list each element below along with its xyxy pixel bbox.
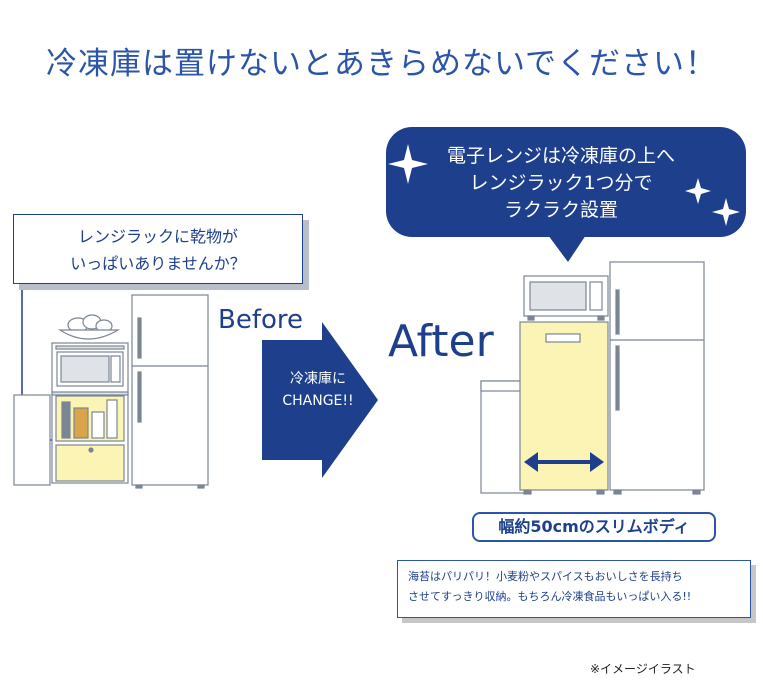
- change-arrow-line1: 冷凍庫に: [290, 371, 346, 387]
- change-arrow-label: 冷凍庫に CHANGE!!: [262, 368, 374, 412]
- storage-note-line1: 海苔はパリパリ！小麦粉やスパイスもおいしさを長持ち: [408, 570, 683, 583]
- after-bubble-line1: 電子レンジは冷凍庫の上へ: [446, 145, 675, 167]
- storage-note-line2: させてすっきり収納。もちろん冷凍食品もいっぱい入る!!: [408, 590, 692, 603]
- before-label: Before: [218, 305, 304, 335]
- range-rack: [51, 342, 129, 484]
- after-label: After: [388, 316, 494, 367]
- before-refrigerator: [131, 294, 209, 489]
- after-refrigerator: [609, 261, 705, 495]
- sparkle-icons: [388, 144, 740, 226]
- width-badge: 幅約50cmのスリムボディ: [472, 512, 716, 542]
- image-footnote: ※イメージイラスト: [590, 662, 696, 676]
- change-arrow: [262, 322, 378, 478]
- after-bubble-text: 電子レンジは冷凍庫の上へ レンジラック1つ分で ラクラク設置: [392, 143, 730, 224]
- after-bubble-line3: ラクラク設置: [503, 199, 618, 221]
- microwave: [523, 275, 609, 321]
- side-cabinet: [13, 394, 51, 486]
- headline: 冷凍庫は置けないとあきらめないでください！: [45, 46, 718, 82]
- width-arrow-icon: [524, 452, 604, 472]
- after-bubble-shape: [386, 127, 746, 262]
- after-bubble-line2: レンジラック1つ分で: [469, 172, 653, 194]
- before-callout-line1: レンジラックに乾物が: [77, 227, 238, 246]
- before-callout: レンジラックに乾物が いっぱいありませんか？: [13, 214, 303, 284]
- before-callout-line2: いっぱいありませんか？: [70, 254, 246, 273]
- trash-bin: [480, 380, 528, 494]
- fruit-bowl: [57, 314, 121, 340]
- storage-note: 海苔はパリパリ！小麦粉やスパイスもおいしさを長持ち させてすっきり収納。もちろん…: [397, 560, 751, 618]
- change-arrow-line2: CHANGE!!: [282, 393, 354, 409]
